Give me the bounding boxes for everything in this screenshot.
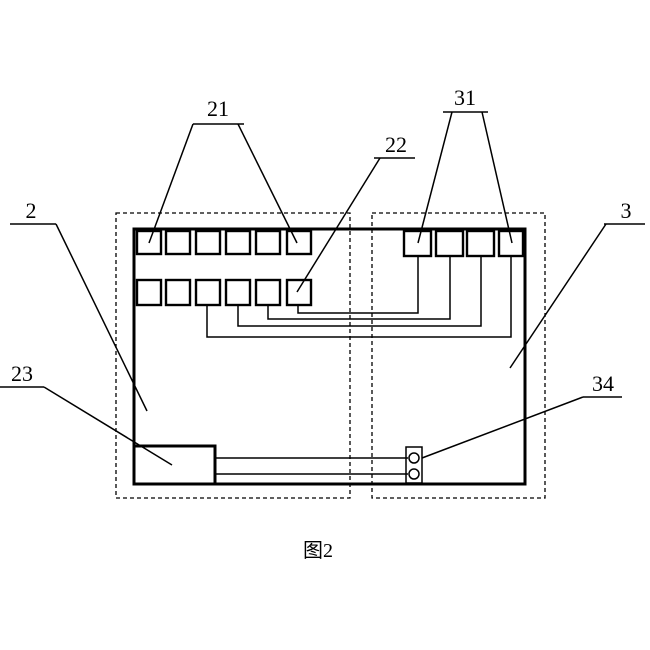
callout-3: 3 <box>509 198 645 369</box>
callout-22: 22 <box>296 132 415 293</box>
label-22: 22 <box>385 132 407 157</box>
terminal-31-b <box>434 229 465 258</box>
label-3: 3 <box>621 198 632 223</box>
connector-34-upper <box>408 452 420 464</box>
terminal-22-b <box>164 278 192 307</box>
wiring-22-31 <box>206 256 512 338</box>
label-23: 23 <box>11 361 33 386</box>
terminal-row-31 <box>402 229 525 258</box>
callout-31: 31 <box>417 85 513 244</box>
module-2-boundary <box>115 212 351 499</box>
figure-caption: 图2 <box>303 540 333 562</box>
module-3-boundary <box>371 212 546 499</box>
terminal-21-b <box>164 229 192 256</box>
terminal-31-d <box>497 229 525 258</box>
main-enclosure <box>132 227 527 486</box>
terminal-21-d <box>224 229 252 256</box>
label-34: 34 <box>592 371 614 396</box>
terminal-22-e <box>254 278 282 307</box>
terminal-31-a <box>402 229 433 258</box>
label-2: 2 <box>26 198 37 223</box>
terminal-31-c <box>465 229 496 258</box>
terminal-21-c <box>194 229 222 256</box>
terminal-21-e <box>254 229 282 256</box>
terminal-21-f <box>285 229 313 256</box>
callout-34: 34 <box>421 371 622 459</box>
connector-34-lower <box>408 468 420 480</box>
callout-21: 21 <box>148 96 298 244</box>
terminal-22-d <box>224 278 252 307</box>
label-21: 21 <box>207 96 229 121</box>
callout-2: 2 <box>10 198 148 412</box>
connector-34-housing <box>405 446 423 484</box>
callout-23: 23 <box>0 361 173 466</box>
terminal-row-21 <box>135 229 313 256</box>
terminal-row-22 <box>135 278 313 307</box>
terminal-22-a <box>135 278 163 307</box>
label-31: 31 <box>454 85 476 110</box>
component-23 <box>132 444 217 486</box>
terminal-22-f <box>285 278 313 307</box>
terminal-22-c <box>194 278 222 307</box>
